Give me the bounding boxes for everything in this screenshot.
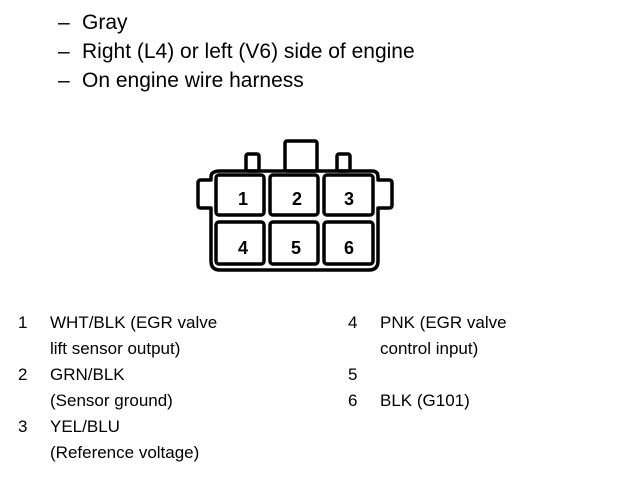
pin-description-line: GRN/BLK [50,365,125,384]
pin-label-1: 1 [238,189,248,209]
pin-entry-2: 2 GRN/BLK (Sensor ground) [18,362,217,414]
pin-description-line: WHT/BLK (EGR valve [50,313,218,332]
pin-list-left: 1 WHT/BLK (EGR valve lift sensor output)… [18,310,217,466]
header-line-location: –Right (L4) or left (V6) side of engine [58,37,415,66]
pin-cell-2 [268,173,320,217]
pin-description-line: control input) [380,339,479,358]
pin-description-line: (Sensor ground) [50,391,173,410]
connector-key-left [244,152,261,173]
pin-description-line: PNK (EGR valve [380,313,507,332]
pin-entry-6: 6 BLK (G101) [348,388,507,414]
pin-number: 6 [348,391,358,410]
pin-number: 1 [18,313,28,332]
pin-description: YEL/BLU (Reference voltage) [50,414,199,466]
header-text: Right (L4) or left (V6) side of engine [82,40,415,63]
pin-description [380,362,385,388]
pin-label-4: 4 [238,238,248,258]
pin-entry-5: 5 [348,362,507,388]
pin-cell-3 [322,173,375,217]
pin-number: 3 [18,417,28,436]
pin-label-2: 2 [292,189,302,209]
pin-label-3: 3 [344,189,354,209]
header-line-color: –Gray [58,8,415,37]
pin-cell-5 [268,220,320,266]
pin-list-right: 4 PNK (EGR valve control input) 5 6 BLK … [348,310,507,414]
pin-number: 2 [18,365,28,384]
pin-description-line: (Reference voltage) [50,443,200,462]
connector-info-header: –Gray –Right (L4) or left (V6) side of e… [58,8,415,95]
pin-description-line [380,362,385,388]
pin-cell-1 [214,173,266,217]
header-dash: – [58,11,70,34]
pin-entry-3: 3 YEL/BLU (Reference voltage) [18,414,217,466]
header-text: On engine wire harness [82,69,304,92]
pin-entry-4: 4 PNK (EGR valve control input) [348,310,507,362]
header-dash: – [58,40,70,63]
pin-cell-6 [322,220,375,266]
header-dash: – [58,69,70,92]
connector-body [196,169,394,272]
pin-description-line: YEL/BLU [50,417,120,436]
pin-entry-1: 1 WHT/BLK (EGR valve lift sensor output) [18,310,217,362]
pin-description: BLK (G101) [380,388,470,414]
connector-lock-tab [283,139,319,173]
header-text: Gray [82,11,128,34]
pin-number: 4 [348,313,358,332]
pin-description: PNK (EGR valve control input) [380,310,507,362]
pin-description-line: lift sensor output) [50,339,181,358]
pin-description: WHT/BLK (EGR valve lift sensor output) [50,310,217,362]
pin-description: GRN/BLK (Sensor ground) [50,362,173,414]
pin-description-line: BLK (G101) [380,391,470,410]
pin-number: 5 [348,365,358,384]
pin-label-6: 6 [344,238,354,258]
connector-diagram: 1 2 3 4 5 6 [196,139,394,272]
header-line-harness: –On engine wire harness [58,66,415,95]
pin-label-5: 5 [291,238,301,258]
pin-cell-4 [214,220,266,266]
connector-key-right [335,152,352,173]
